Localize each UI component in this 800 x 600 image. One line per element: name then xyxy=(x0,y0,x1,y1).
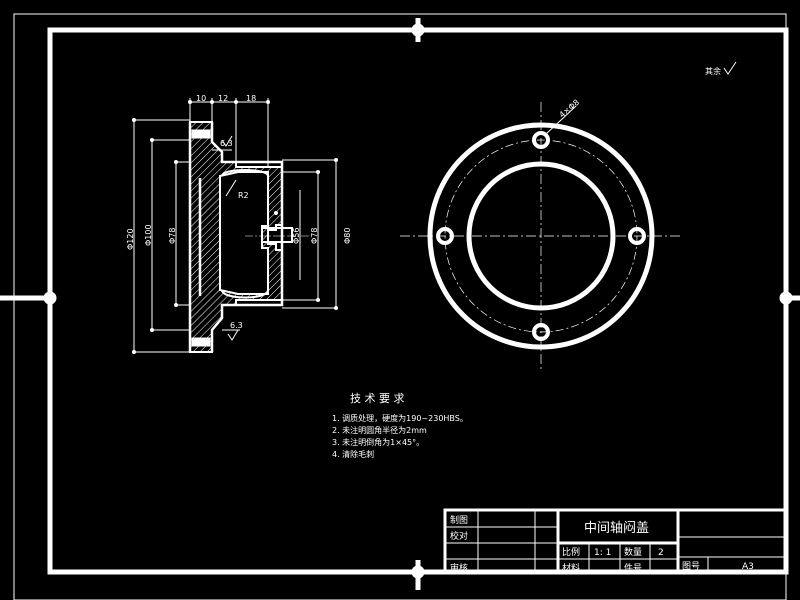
dim-right: Φ80 xyxy=(343,228,352,244)
dim-top-mid: 12 xyxy=(218,94,228,103)
tb-sheet-size: A3 xyxy=(742,562,754,572)
tech-req-item-1: 1. 调质处理，硬度为190~230HBS。 xyxy=(332,413,468,423)
tb-scale-value: 1: 1 xyxy=(594,548,611,558)
tb-quantity-label: 数量 xyxy=(624,546,642,558)
tech-req-item-4: 4. 清除毛刺 xyxy=(332,449,374,459)
section-view: 10 12 18 6.3 6.3 R2 Φ120 Φ100 Φ78 Φ56 Φ7… xyxy=(126,94,352,354)
dim-outer-diameter: Φ120 xyxy=(126,228,135,250)
tb-part-no-label: 件号 xyxy=(624,562,642,574)
dim-bolt-circle: Φ100 xyxy=(144,224,153,246)
roughness-symbol-icon xyxy=(723,61,737,75)
title-block: 制图 校对 审核 中间轴闷盖 比例 1: 1 数量 2 材料 件号 图号 A3 xyxy=(443,508,788,574)
center-slot xyxy=(261,227,293,243)
centering-marks xyxy=(0,18,800,590)
roughness-bottom: 6.3 xyxy=(230,321,243,330)
tech-req-title: 技 术 要 求 xyxy=(350,392,405,405)
dim-top-left: 10 xyxy=(196,94,206,103)
tb-checked-label: 校对 xyxy=(450,530,468,542)
tech-req-item-3: 3. 未注明倒角为1×45°。 xyxy=(332,437,424,447)
surface-finish-text: 其余 xyxy=(705,66,721,76)
dim-inner-left: Φ78 xyxy=(168,228,177,244)
sheet-border xyxy=(13,13,789,600)
tb-drawn-label: 制图 xyxy=(450,514,468,526)
tb-scale-label: 比例 xyxy=(562,546,580,558)
front-bolt-holes xyxy=(436,131,646,341)
dim-inner-right: Φ78 xyxy=(310,228,319,244)
dim-chamfer: R2 xyxy=(238,191,249,200)
roughness-top: 6.3 xyxy=(220,139,233,148)
tech-req-item-2: 2. 未注明圆角半径为2mm xyxy=(332,425,427,435)
front-view: 4×Φ8 xyxy=(400,98,680,370)
flange-bolt-holes xyxy=(191,129,211,347)
dim-bore: Φ56 xyxy=(292,228,301,244)
surface-finish-note: 其余 xyxy=(705,61,737,76)
dim-hole-spec: 4×Φ8 xyxy=(558,98,582,120)
tb-part-name: 中间轴闷盖 xyxy=(584,521,649,536)
tb-approved-label: 审核 xyxy=(450,562,468,574)
technical-requirements: 技 术 要 求 1. 调质处理，硬度为190~230HBS。 2. 未注明圆角半… xyxy=(332,392,468,459)
dim-top-right: 18 xyxy=(246,94,256,103)
tb-drawing-no-label: 图号 xyxy=(682,561,700,572)
tb-quantity-value: 2 xyxy=(658,548,664,558)
tb-material-label: 材料 xyxy=(562,562,580,574)
